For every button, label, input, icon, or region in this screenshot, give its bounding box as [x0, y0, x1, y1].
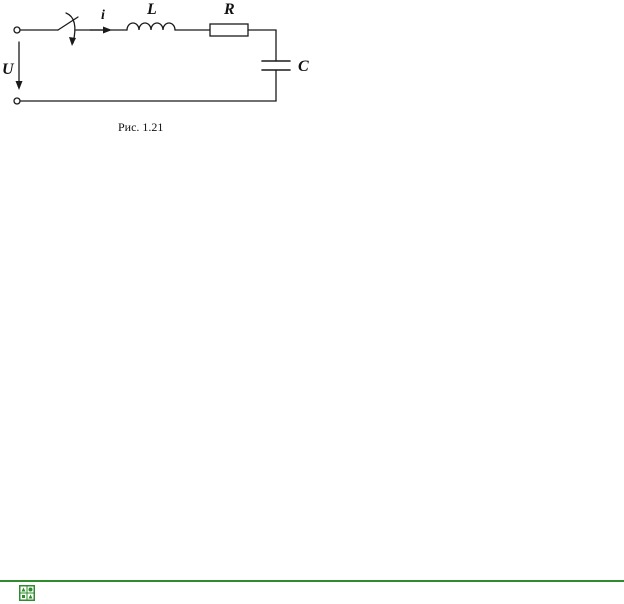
- label-capacitor: C: [298, 58, 309, 75]
- label-inductor: L: [146, 1, 157, 18]
- inductor-symbol: [126, 22, 176, 31]
- switch-arrow-head: [69, 37, 76, 46]
- resistor-symbol: [209, 23, 249, 37]
- label-resistor: R: [223, 1, 235, 18]
- voltage-arrow-head: [15, 81, 23, 90]
- label-voltage: U: [2, 61, 15, 78]
- footer-divider: [0, 580, 624, 582]
- terminal-bottom: [13, 97, 21, 105]
- terminal-top: [13, 26, 21, 34]
- figure-caption: Рис. 1.21: [118, 120, 164, 134]
- circuit-diagram: i L R C U: [2, 1, 309, 105]
- publisher-logo-icon: [19, 585, 35, 601]
- current-arrow-head: [103, 26, 112, 34]
- label-current: i: [101, 8, 105, 23]
- switch-blade: [57, 16, 79, 31]
